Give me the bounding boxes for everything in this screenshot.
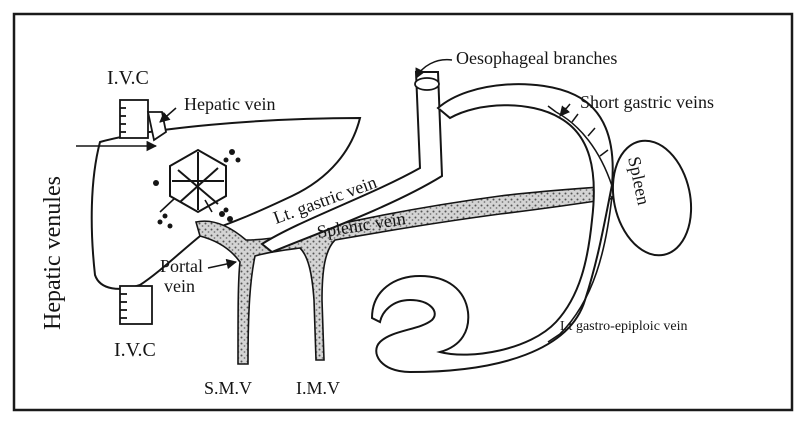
label-ivc-bottom: I.V.C (114, 339, 156, 361)
label-portal-line2: vein (164, 276, 195, 296)
label-short-gastric-veins: Short gastric veins (580, 92, 714, 112)
label-hepatic-vein: Hepatic vein (184, 94, 275, 114)
label-ivc-top: I.V.C (107, 67, 149, 89)
ivc-upper (120, 100, 148, 138)
label-imv: I.M.V (296, 378, 340, 398)
ivc-lower (120, 286, 152, 324)
label-smv: S.M.V (204, 378, 252, 398)
label-portal-line1: Portal (160, 256, 203, 276)
label-oesophageal-branches: Oesophageal branches (456, 48, 617, 68)
label-hepatic-venules: Hepatic venules (40, 176, 66, 330)
oesophagus-opening (415, 78, 439, 90)
label-lt-gastro-epiploic-vein: Lt gastro-epiploic vein (560, 319, 688, 334)
